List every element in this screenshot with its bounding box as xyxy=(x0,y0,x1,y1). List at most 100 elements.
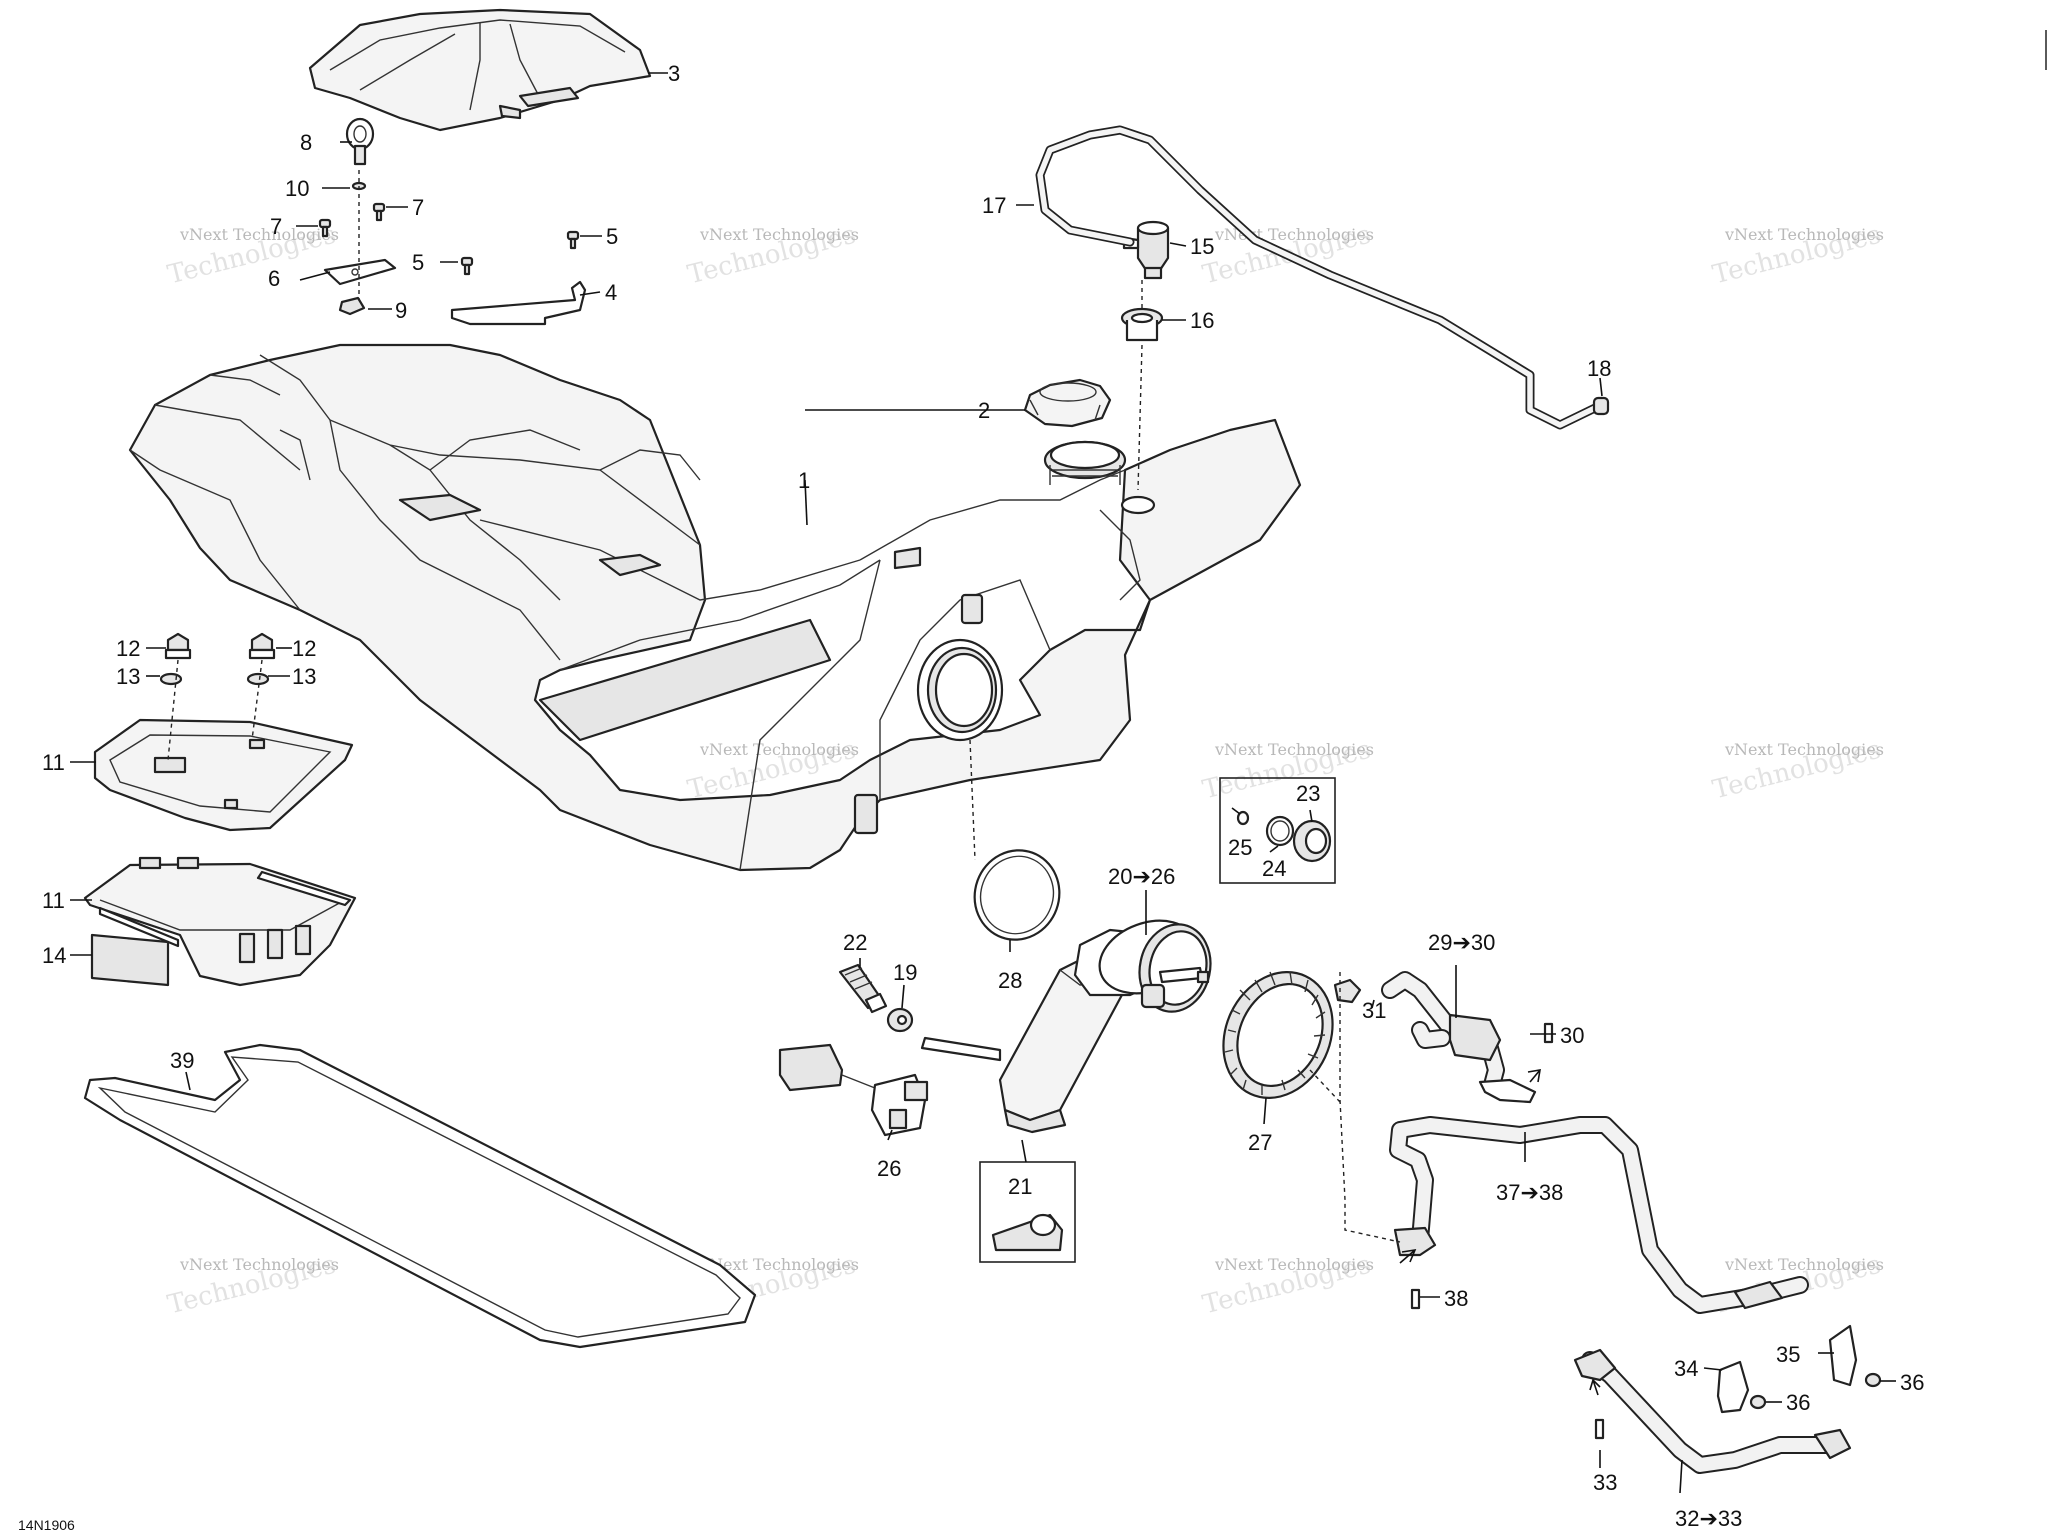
callout-11: 11 xyxy=(42,888,65,913)
watermark-text: vNext Technologies xyxy=(1214,740,1374,759)
callout-36: 36 xyxy=(1900,1370,1924,1395)
part-vent-hose xyxy=(1035,125,1600,430)
callout-30: 30 xyxy=(1560,1023,1584,1048)
callout-11: 11 xyxy=(42,750,65,775)
callout-12: 12 xyxy=(116,636,140,661)
callout-12: 12 xyxy=(292,636,316,661)
callout-8: 8 xyxy=(300,130,312,155)
callout-35: 35 xyxy=(1776,1342,1800,1367)
watermark-text: vNext Technologies xyxy=(1724,740,1884,759)
part-washer xyxy=(246,672,270,686)
watermark: Technologies vNext Technologies xyxy=(165,1250,339,1321)
part-pin xyxy=(345,117,375,166)
callout-1: 1 xyxy=(798,468,810,493)
watermark: Technologies vNext Technologies xyxy=(1710,220,1884,291)
callout-27: 27 xyxy=(1248,1130,1272,1155)
callout-9: 9 xyxy=(395,298,407,323)
callout-5: 5 xyxy=(606,224,618,249)
kit-box xyxy=(1219,777,1336,884)
watermark: Technologies vNext Technologies xyxy=(685,220,859,291)
callout-5: 5 xyxy=(412,250,424,275)
callout-2: 2 xyxy=(978,398,990,423)
part-screw xyxy=(566,230,580,250)
callout-7: 7 xyxy=(412,195,424,220)
callout-18: 18 xyxy=(1587,356,1611,381)
callout-23: 23 xyxy=(1296,781,1320,806)
callout-31: 31 xyxy=(1362,998,1386,1023)
leader-lines xyxy=(70,72,1896,1494)
watermark: Technologies vNext Technologies xyxy=(1710,735,1884,806)
part-fuel-level-sender xyxy=(778,1043,929,1137)
watermark-text: vNext Technologies xyxy=(179,1255,339,1274)
watermark-text: vNext Technologies xyxy=(699,740,859,759)
part-fuel-tank xyxy=(128,343,1302,872)
callout-20-26: 20➔26 xyxy=(1108,864,1175,889)
part-screw xyxy=(460,256,474,276)
part-tray-upper xyxy=(93,718,354,832)
watermark: Technologies vNext Technologies xyxy=(1200,1250,1374,1321)
part-nut xyxy=(248,632,276,660)
callout-37-38: 37➔38 xyxy=(1496,1180,1563,1205)
part-hose-clip xyxy=(1543,1022,1554,1044)
part-rollover-valve xyxy=(1122,220,1170,280)
part-grommet xyxy=(1120,307,1164,342)
part-seal-kit xyxy=(1236,810,1332,863)
part-nut xyxy=(164,632,192,660)
watermark-text: vNext Technologies xyxy=(699,1255,859,1274)
callout-26: 26 xyxy=(877,1156,901,1181)
callout-25: 25 xyxy=(1228,835,1252,860)
part-clip-nut xyxy=(338,296,366,316)
callout-10: 10 xyxy=(285,176,309,201)
part-floor-mat xyxy=(83,1043,757,1349)
callout-32-33: 32➔33 xyxy=(1675,1506,1742,1531)
watermark-text: vNext Technologies xyxy=(1214,1255,1374,1274)
part-fuel-hose xyxy=(1389,1116,1809,1314)
watermark: Technologies vNext Technologies xyxy=(165,220,339,291)
callout-38: 38 xyxy=(1444,1286,1468,1311)
part-hose-clip xyxy=(1594,1418,1605,1440)
callout-4: 4 xyxy=(605,280,617,305)
callout-7: 7 xyxy=(270,214,282,239)
callout-14: 14 xyxy=(42,943,66,968)
part-fuel-cap xyxy=(1023,378,1112,428)
callout-13: 13 xyxy=(116,664,140,689)
part-top-cover xyxy=(308,8,652,132)
part-washer xyxy=(159,672,183,686)
callout-24: 24 xyxy=(1262,856,1286,881)
watermark-text: vNext Technologies xyxy=(699,225,859,244)
callout-21: 21 xyxy=(1008,1174,1032,1199)
part-o-ring xyxy=(973,849,1061,941)
callout-28: 28 xyxy=(998,968,1022,993)
part-screw xyxy=(1749,1394,1767,1410)
callout-15: 15 xyxy=(1190,234,1214,259)
part-lock-ring xyxy=(1222,971,1334,1099)
part-screw xyxy=(372,202,386,222)
part-foam-pad xyxy=(90,933,170,987)
callout-36: 36 xyxy=(1786,1390,1810,1415)
drawing-code: 14N1906 xyxy=(18,1517,75,1533)
callout-33: 33 xyxy=(1593,1470,1617,1495)
callout-19: 19 xyxy=(893,960,917,985)
part-bracket xyxy=(450,280,587,326)
callout-16: 16 xyxy=(1190,308,1214,333)
part-vent-cap xyxy=(1592,396,1610,416)
part-plate xyxy=(323,258,397,286)
watermark-text: vNext Technologies xyxy=(179,225,339,244)
callout-29-30: 29➔30 xyxy=(1428,930,1495,955)
part-fuel-pump xyxy=(920,919,1212,1134)
part-clamp xyxy=(1333,978,1362,1004)
part-hose-bracket xyxy=(1828,1324,1858,1387)
kit-box xyxy=(979,1161,1076,1263)
callout-39: 39 xyxy=(170,1048,194,1073)
callout-6: 6 xyxy=(268,266,280,291)
part-washer xyxy=(886,1007,914,1033)
watermark-text: vNext Technologies xyxy=(1724,1255,1884,1274)
part-tray-lower xyxy=(83,856,357,987)
part-fuel-hose-lower xyxy=(1573,1348,1852,1474)
callout-22: 22 xyxy=(843,930,867,955)
assembly-lines xyxy=(167,170,1401,1243)
part-hose-clip xyxy=(1410,1288,1421,1310)
watermark: Technologies vNext Technologies xyxy=(1200,735,1374,806)
